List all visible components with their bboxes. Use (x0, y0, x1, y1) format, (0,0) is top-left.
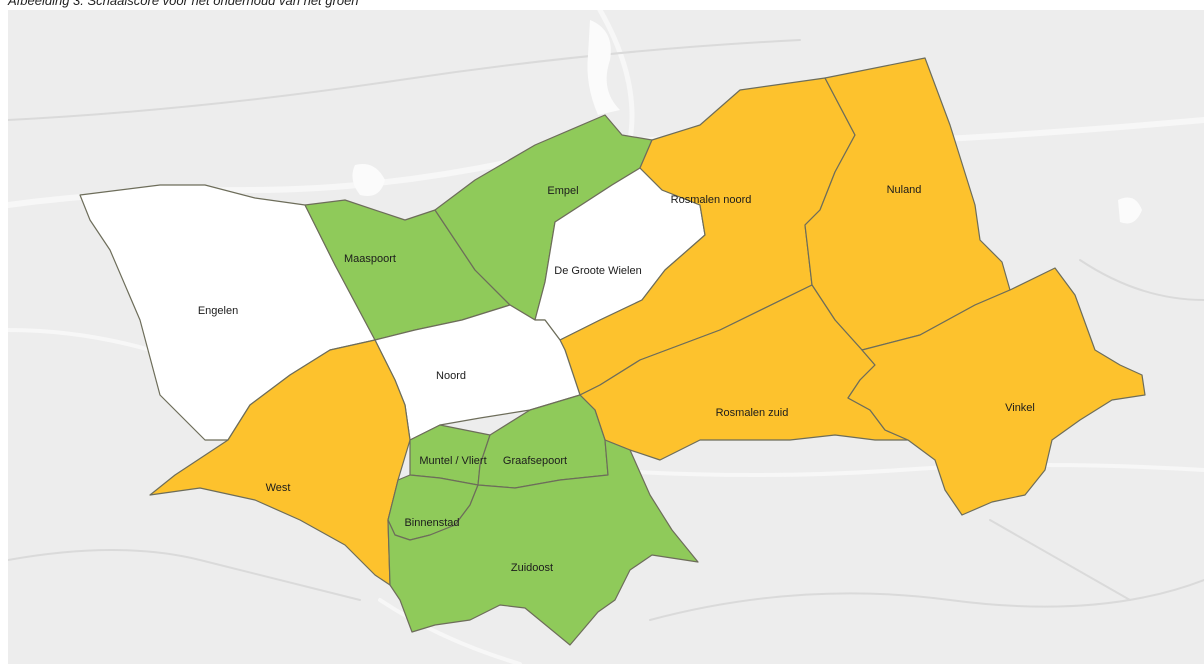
map-canvas[interactable]: Engelen Maaspoort Empel De Groote Wielen… (8, 10, 1204, 664)
label-zuidoost: Zuidoost (511, 562, 553, 574)
label-west: West (266, 482, 291, 494)
district-zuidoost[interactable] (387, 439, 699, 646)
label-nuland: Nuland (887, 184, 922, 196)
label-rosmalen-noord: Rosmalen noord (671, 194, 752, 206)
label-empel: Empel (547, 185, 578, 197)
label-vinkel: Vinkel (1005, 402, 1035, 414)
label-de-groote-wielen: De Groote Wielen (554, 265, 641, 277)
districts-layer (79, 57, 1146, 646)
label-graafsepoort: Graafsepoort (503, 455, 567, 467)
district-labels: Engelen Maaspoort Empel De Groote Wielen… (198, 184, 1035, 574)
figure-caption: Afbeelding 3. Schaalscore voor het onder… (8, 0, 359, 8)
label-maaspoort: Maaspoort (344, 253, 396, 265)
label-noord: Noord (436, 370, 466, 382)
district-vinkel[interactable] (847, 267, 1146, 516)
district-map[interactable]: Engelen Maaspoort Empel De Groote Wielen… (8, 10, 1204, 664)
label-rosmalen-zuid: Rosmalen zuid (716, 407, 789, 419)
label-binnenstad: Binnenstad (404, 517, 459, 529)
label-muntel-vliert: Muntel / Vliert (419, 455, 486, 467)
basemap-water (352, 20, 1142, 224)
label-engelen: Engelen (198, 305, 238, 317)
